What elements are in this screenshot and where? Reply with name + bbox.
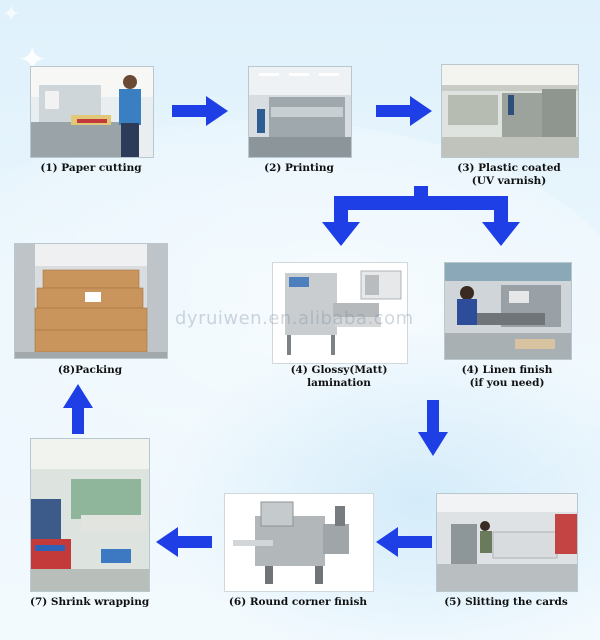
arrow-left-6-to-7 bbox=[156, 527, 212, 557]
label-glossy-lamination: (4) Glossy(Matt)lamination bbox=[290, 364, 388, 389]
photo-glossy-lamination bbox=[272, 262, 408, 364]
photo-linen-finish bbox=[444, 262, 572, 360]
label-printing: (2) Printing bbox=[264, 162, 334, 174]
arrow-right-2-to-3 bbox=[376, 96, 432, 126]
label-paper-cutting: (1) Paper cutting bbox=[40, 162, 142, 174]
label-round-corner: (6) Round corner finish bbox=[228, 596, 368, 608]
arrow-left-5-to-6 bbox=[376, 527, 432, 557]
arrow-split-from-3 bbox=[322, 186, 520, 246]
label-packing: (8)Packing bbox=[57, 364, 123, 376]
star-decoration-icon: ✦ bbox=[2, 2, 21, 27]
photo-packing bbox=[14, 243, 168, 359]
watermark-text: dyruiwen.en.alibaba.com bbox=[175, 308, 414, 329]
label-linen-finish: (4) Linen finish(if you need) bbox=[461, 364, 553, 389]
arrow-right-1-to-2 bbox=[172, 96, 228, 126]
photo-slitting bbox=[436, 493, 578, 592]
photo-round-corner bbox=[224, 493, 374, 592]
label-shrink-wrapping: (7) Shrink wrapping bbox=[30, 596, 150, 608]
photo-printing bbox=[248, 66, 352, 158]
label-plastic-coated: (3) Plastic coated(UV varnish) bbox=[457, 162, 561, 187]
arrow-up-7-to-8 bbox=[63, 384, 93, 434]
photo-shrink-wrapping bbox=[30, 438, 150, 592]
label-slitting: (5) Slitting the cards bbox=[444, 596, 568, 608]
photo-plastic-coated bbox=[441, 64, 579, 158]
photo-paper-cutting bbox=[30, 66, 154, 158]
arrow-down-4-to-5 bbox=[418, 400, 448, 456]
